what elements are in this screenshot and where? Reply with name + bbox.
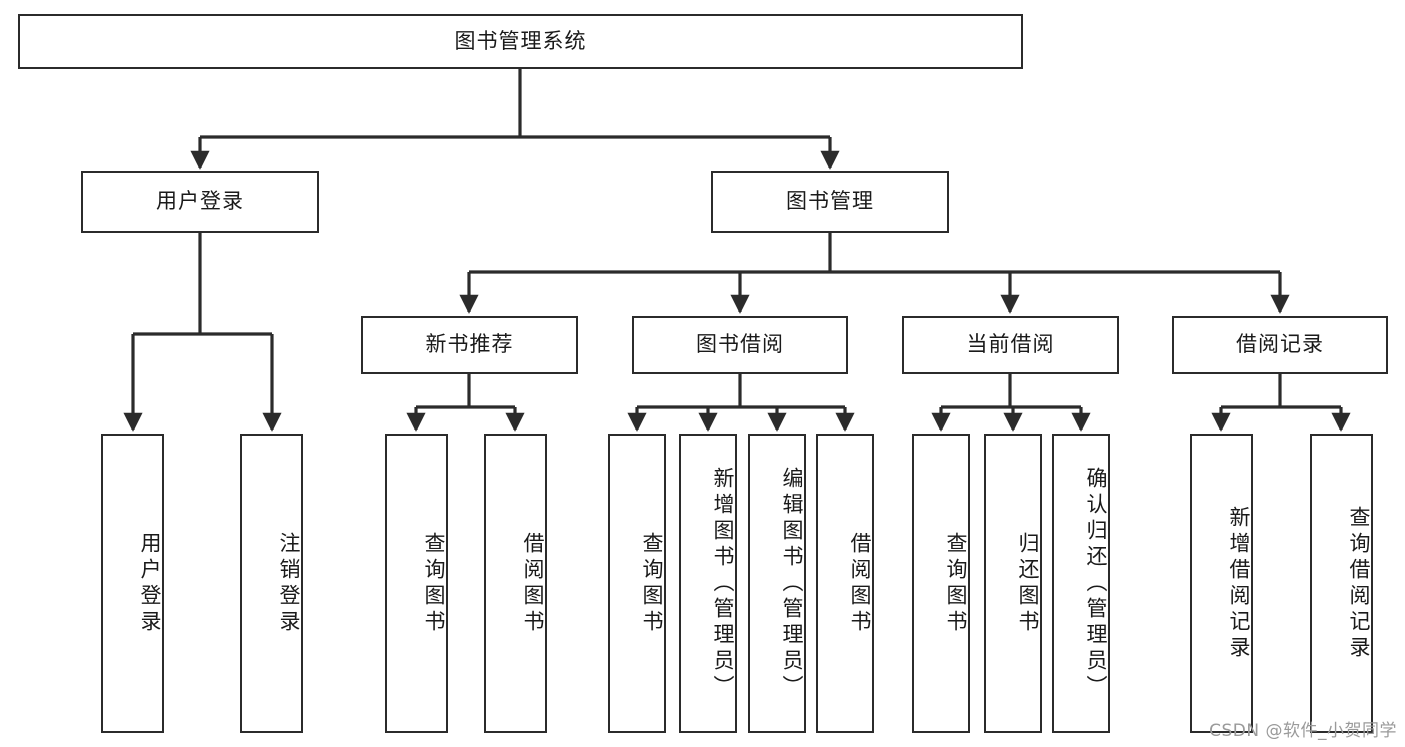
node-borrow-record-label: 借阅记录 xyxy=(1236,332,1324,357)
node-leaf-edit-book-admin-label: 编辑图书（管理员） xyxy=(780,466,804,701)
node-leaf-query-book-rec[interactable]: 查询图书 xyxy=(385,434,448,733)
node-user-login-label: 用户登录 xyxy=(156,189,244,214)
node-user-login[interactable]: 用户登录 xyxy=(81,171,319,233)
node-leaf-borrow-book-rec-label: 借阅图书 xyxy=(521,531,545,636)
node-root-label: 图书管理系统 xyxy=(454,28,587,53)
node-book-manage[interactable]: 图书管理 xyxy=(711,171,949,233)
node-leaf-query-book-borrow-label: 查询图书 xyxy=(640,531,664,636)
node-leaf-confirm-return-admin-label: 确认归还（管理员） xyxy=(1084,466,1108,701)
node-leaf-add-book-admin-label: 新增图书（管理员） xyxy=(711,466,735,701)
node-borrow-record[interactable]: 借阅记录 xyxy=(1172,316,1388,374)
node-leaf-borrow-book[interactable]: 借阅图书 xyxy=(816,434,874,733)
node-leaf-user-logout[interactable]: 注销登录 xyxy=(240,434,303,733)
node-leaf-query-borrow-record[interactable]: 查询借阅记录 xyxy=(1310,434,1373,733)
node-leaf-query-book-rec-label: 查询图书 xyxy=(422,531,446,636)
node-leaf-query-book-current[interactable]: 查询图书 xyxy=(912,434,970,733)
node-leaf-return-book-label: 归还图书 xyxy=(1016,531,1040,636)
node-leaf-borrow-book-rec[interactable]: 借阅图书 xyxy=(484,434,547,733)
node-leaf-user-login-label: 用户登录 xyxy=(138,531,162,636)
node-leaf-add-book-admin[interactable]: 新增图书（管理员） xyxy=(679,434,737,733)
node-leaf-query-borrow-record-label: 查询借阅记录 xyxy=(1347,505,1371,662)
watermark: CSDN @软件_小贺同学 xyxy=(1209,721,1397,741)
node-leaf-add-borrow-record[interactable]: 新增借阅记录 xyxy=(1190,434,1253,733)
node-leaf-user-logout-label: 注销登录 xyxy=(277,531,301,636)
node-book-manage-label: 图书管理 xyxy=(786,189,874,214)
node-leaf-add-borrow-record-label: 新增借阅记录 xyxy=(1227,505,1251,662)
node-leaf-edit-book-admin[interactable]: 编辑图书（管理员） xyxy=(748,434,806,733)
node-new-book-recommend-label: 新书推荐 xyxy=(425,332,514,357)
node-leaf-query-book-borrow[interactable]: 查询图书 xyxy=(608,434,666,733)
node-leaf-confirm-return-admin[interactable]: 确认归还（管理员） xyxy=(1052,434,1110,733)
node-book-borrow[interactable]: 图书借阅 xyxy=(632,316,848,374)
node-current-borrow[interactable]: 当前借阅 xyxy=(902,316,1119,374)
node-leaf-borrow-book-label: 借阅图书 xyxy=(848,531,872,636)
node-leaf-query-book-current-label: 查询图书 xyxy=(944,531,968,636)
node-current-borrow-label: 当前借阅 xyxy=(966,332,1055,357)
node-leaf-return-book[interactable]: 归还图书 xyxy=(984,434,1042,733)
node-book-borrow-label: 图书借阅 xyxy=(696,332,784,357)
node-root[interactable]: 图书管理系统 xyxy=(18,14,1023,69)
node-leaf-user-login[interactable]: 用户登录 xyxy=(101,434,164,733)
node-new-book-recommend[interactable]: 新书推荐 xyxy=(361,316,578,374)
